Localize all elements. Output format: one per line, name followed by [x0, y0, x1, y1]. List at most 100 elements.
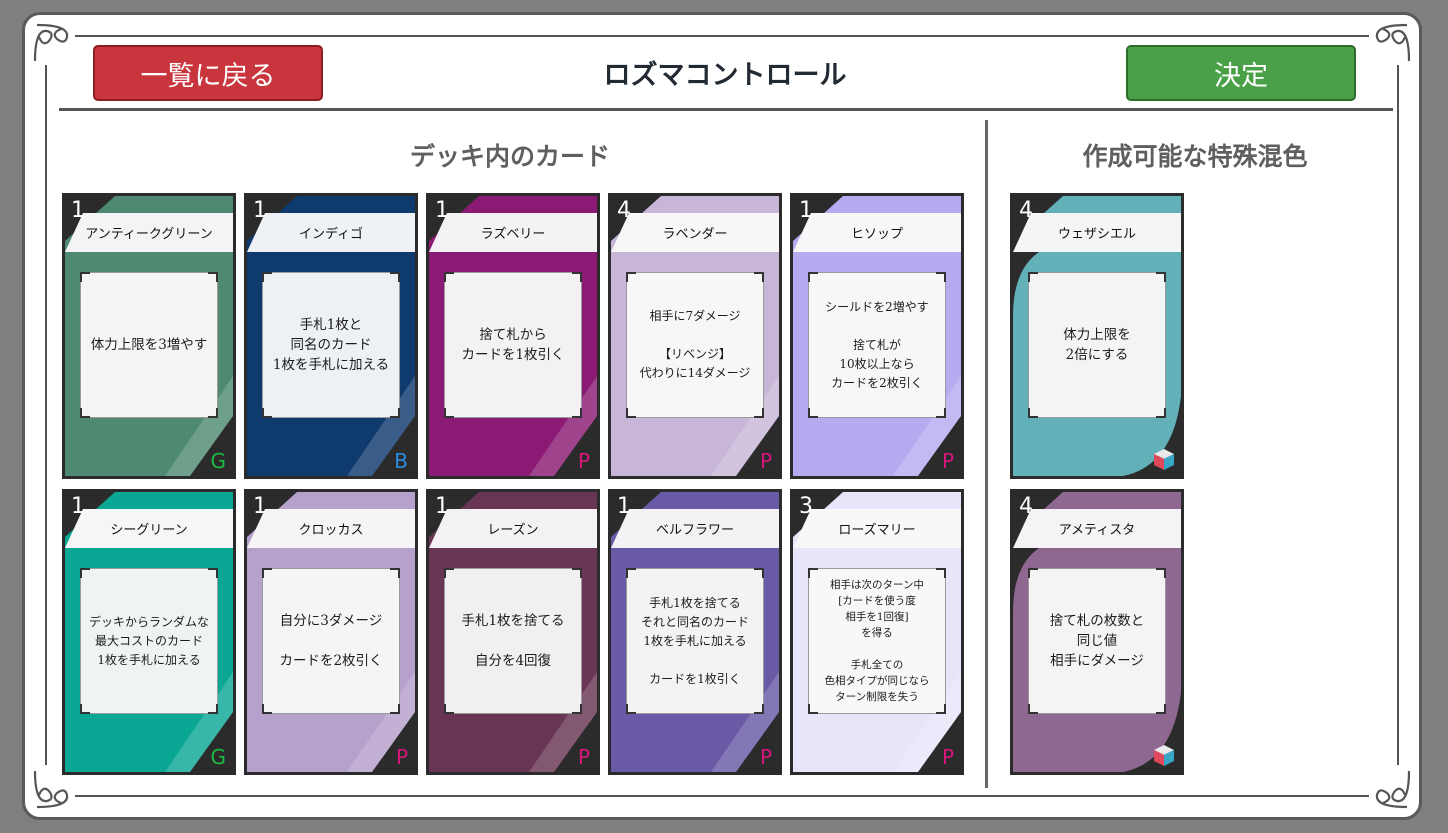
card-name: クロッカス	[298, 523, 364, 538]
card-type-letter: P	[577, 449, 590, 473]
textbox-corner-mark	[80, 704, 90, 714]
deck-card[interactable]: 1 クロッカス自分に3ダメージ カードを2枚引く P	[244, 489, 418, 775]
card-type-letter: B	[394, 449, 408, 473]
card-name: ウェザシエル	[1057, 227, 1136, 242]
textbox-corner-mark	[262, 568, 272, 578]
card-effect-text-content: 手札1枚と 同名のカード 1枚を手札に加える	[272, 317, 390, 373]
frame-line-bottom	[75, 795, 1369, 797]
card-type-letter: P	[941, 745, 954, 769]
card-effect-text: 相手に7ダメージ 【リベンジ】 代わりに14ダメージ	[626, 272, 764, 418]
page-title: ロズマコントロール	[603, 60, 847, 91]
back-to-list-button[interactable]: 一覧に戻る	[93, 45, 323, 101]
card-effect-text: デッキからランダムな 最大コストのカード 1枚を手札に加える	[80, 568, 218, 714]
card-effect-text: 捨て札の枚数と 同じ値 相手にダメージ	[1028, 568, 1166, 714]
textbox-corner-mark	[444, 408, 454, 418]
card-effect-text-content: 相手は次のターン中 [カードを使う度 相手を1回復] を得る 手札全ての 色相タ…	[824, 579, 930, 703]
textbox-corner-mark	[936, 704, 946, 714]
textbox-corner-mark	[754, 408, 764, 418]
textbox-corner-mark	[626, 272, 636, 282]
card-cost: 3	[799, 494, 813, 519]
card-effect-text-content: 体力上限を3増やす	[90, 337, 208, 353]
card-type-letter: P	[395, 745, 408, 769]
textbox-corner-mark	[1028, 704, 1038, 714]
textbox-corner-mark	[1156, 272, 1166, 282]
card-cost: 1	[71, 494, 85, 519]
special-color-card[interactable]: 4 アメティスタ捨て札の枚数と 同じ値 相手にダメージ	[1010, 489, 1184, 775]
textbox-corner-mark	[1028, 408, 1038, 418]
textbox-corner-mark	[80, 272, 90, 282]
card-effect-text-content: デッキからランダムな 最大コストのカード 1枚を手札に加える	[88, 614, 209, 667]
frame-corner-ornament-tr	[1375, 23, 1411, 62]
textbox-corner-mark	[808, 408, 818, 418]
card-name: ラベンダー	[662, 227, 728, 242]
textbox-corner-mark	[808, 704, 818, 714]
card-name: ヒソップ	[850, 227, 903, 242]
card-type-letter: G	[210, 449, 227, 473]
textbox-corner-mark	[626, 704, 636, 714]
textbox-corner-mark	[444, 568, 454, 578]
card-cost: 1	[71, 198, 85, 223]
card-cost: 4	[1019, 198, 1033, 223]
textbox-corner-mark	[1028, 272, 1038, 282]
card-cost: 1	[435, 494, 449, 519]
card-type-letter: P	[577, 745, 590, 769]
card-effect-text-content: 自分に3ダメージ カードを2枚引く	[279, 613, 383, 669]
card-effect-text: 手札1枚を捨てる 自分を4回復	[444, 568, 582, 714]
frame-line-right	[1397, 65, 1399, 765]
textbox-corner-mark	[80, 408, 90, 418]
card-effect-text: 体力上限を3増やす	[80, 272, 218, 418]
frame-corner-ornament-tl	[33, 23, 69, 62]
card-name: インディゴ	[298, 227, 364, 242]
special-color-card[interactable]: 4 ウェザシエル体力上限を 2倍にする	[1010, 193, 1184, 479]
deck-card[interactable]: 3 ローズマリー相手は次のターン中 [カードを使う度 相手を1回復] を得る 手札…	[790, 489, 964, 775]
card-effect-text-content: シールドを2増やす 捨て札が 10枚以上なら カードを2枚引く	[825, 299, 929, 390]
card-type-letter: P	[941, 449, 954, 473]
header-divider	[59, 108, 1393, 111]
textbox-corner-mark	[808, 272, 818, 282]
textbox-corner-mark	[754, 704, 764, 714]
textbox-corner-mark	[390, 704, 400, 714]
card-effect-text: 手札1枚と 同名のカード 1枚を手札に加える	[262, 272, 400, 418]
card-background	[793, 492, 961, 772]
card-cost: 1	[253, 494, 267, 519]
card-name: ラズベリー	[480, 227, 546, 242]
textbox-corner-mark	[444, 272, 454, 282]
card-cost: 1	[617, 494, 631, 519]
confirm-button[interactable]: 決定	[1126, 45, 1356, 101]
mixed-color-cube-icon	[1154, 745, 1174, 766]
textbox-corner-mark	[626, 408, 636, 418]
textbox-corner-mark	[390, 408, 400, 418]
card-effect-text-content: 手札1枚を捨てる それと同名のカード 1枚を手札に加える カードを1枚引く	[640, 595, 749, 686]
textbox-corner-mark	[208, 272, 218, 282]
textbox-corner-mark	[572, 568, 582, 578]
textbox-corner-mark	[1156, 408, 1166, 418]
card-type-letter: P	[759, 449, 772, 473]
textbox-corner-mark	[444, 704, 454, 714]
card-cost: 4	[1019, 494, 1033, 519]
card-effect-text: 手札1枚を捨てる それと同名のカード 1枚を手札に加える カードを1枚引く	[626, 568, 764, 714]
card-effect-text: 体力上限を 2倍にする	[1028, 272, 1166, 418]
textbox-corner-mark	[1156, 568, 1166, 578]
textbox-corner-mark	[1156, 704, 1166, 714]
frame-corner-ornament-br	[1375, 770, 1411, 809]
card-effect-text-content: 相手に7ダメージ 【リベンジ】 代わりに14ダメージ	[639, 309, 751, 380]
card-name: シーグリーン	[110, 523, 188, 538]
card-name: アメティスタ	[1058, 523, 1136, 538]
deck-section-title: デッキ内のカード	[409, 142, 610, 171]
card-name: ローズマリー	[838, 523, 916, 538]
textbox-corner-mark	[808, 568, 818, 578]
card-effect-text-content: 手札1枚を捨てる 自分を4回復	[461, 613, 565, 669]
textbox-corner-mark	[208, 704, 218, 714]
textbox-corner-mark	[390, 568, 400, 578]
textbox-corner-mark	[262, 272, 272, 282]
frame-corner-ornament-bl	[33, 770, 69, 809]
